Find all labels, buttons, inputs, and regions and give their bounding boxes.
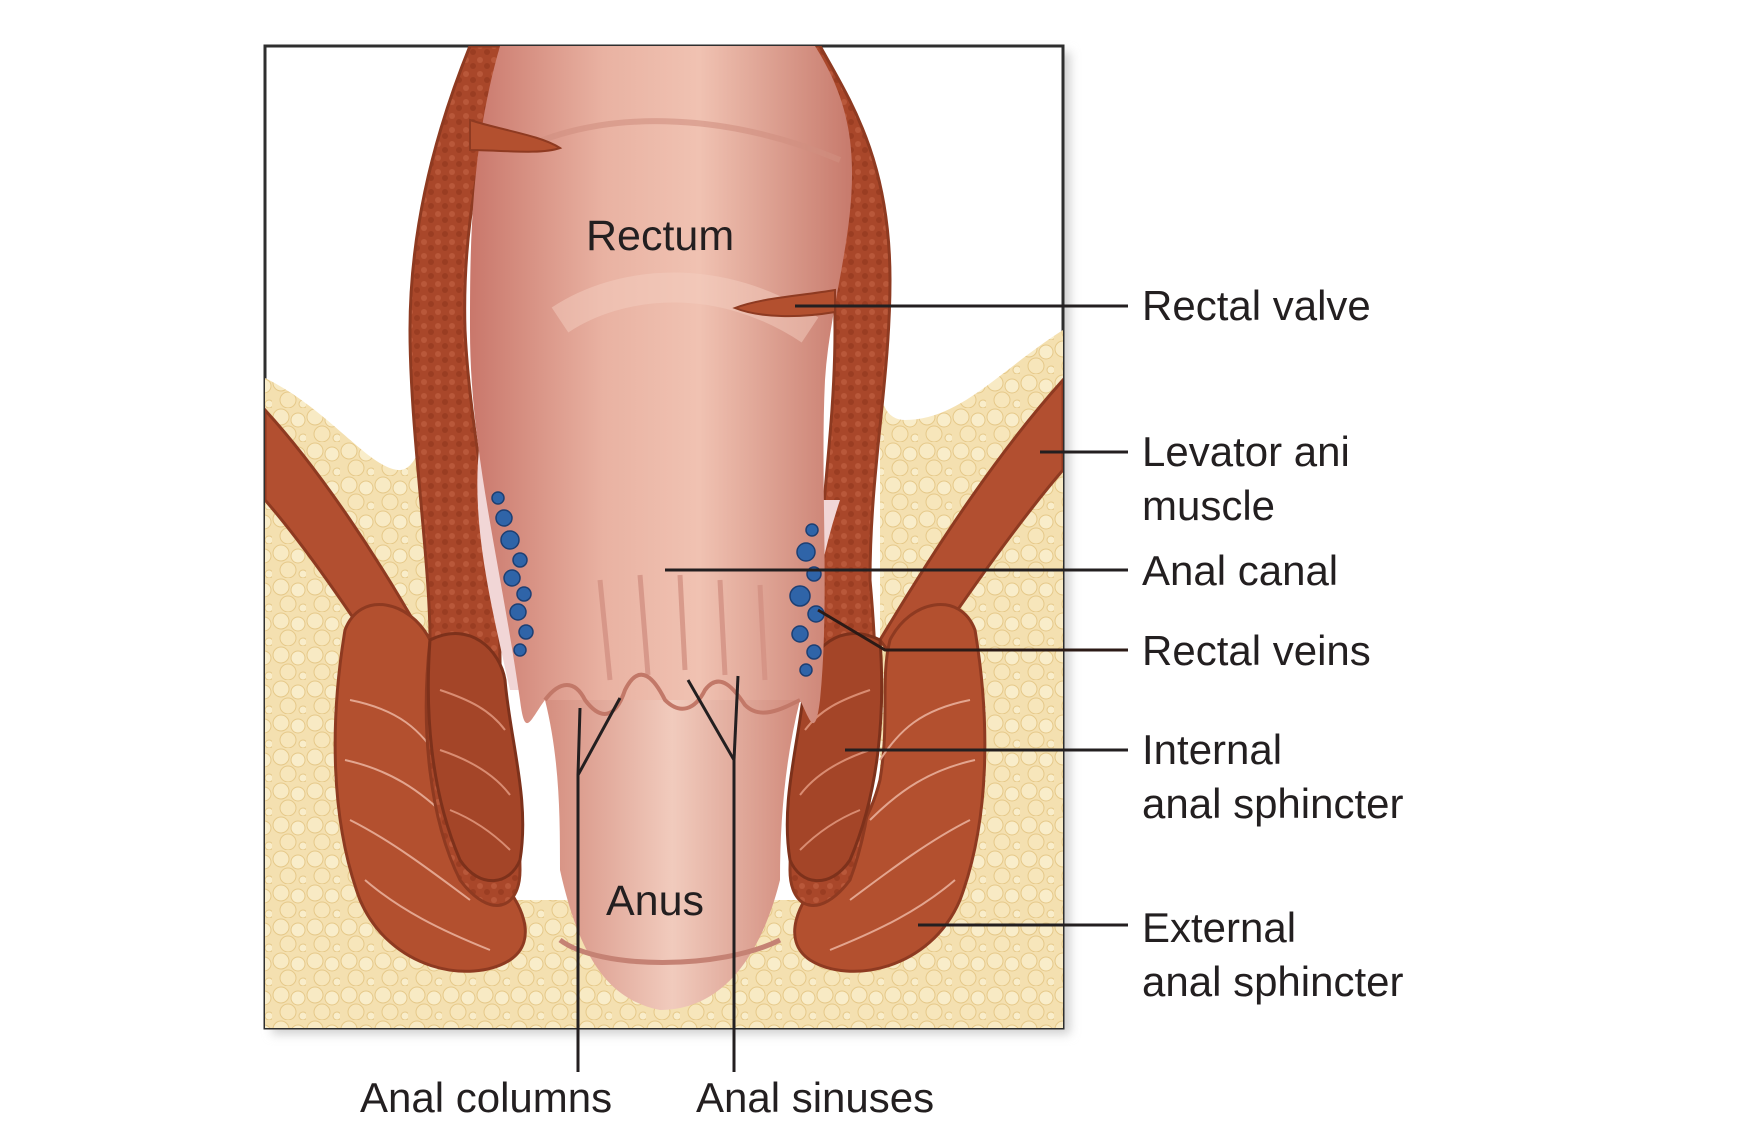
internal-sphincter-fibers bbox=[439, 689, 871, 851]
internal-sphincter-label-line2: anal sphincter bbox=[1142, 780, 1404, 827]
internal-sphincter-label-line1: Internal bbox=[1142, 726, 1282, 773]
anus-label: Anus bbox=[606, 877, 704, 925]
rectal-veins-leader bbox=[817, 608, 1128, 652]
anal-columns-leader-branch bbox=[576, 707, 582, 776]
anal-sinuses-leader-branch bbox=[732, 675, 740, 761]
illustration bbox=[265, 46, 1063, 1028]
external-sphincter-right-fibers bbox=[829, 699, 976, 951]
rectal-valve-upper bbox=[469, 118, 563, 153]
rectal-veins-right bbox=[789, 523, 825, 677]
leader-lines bbox=[576, 304, 1128, 1072]
external-sphincter-label-line2: anal sphincter bbox=[1142, 958, 1404, 1005]
external-sphincter-label-line1: External bbox=[1142, 904, 1296, 951]
levator-ani-label-line2: muscle bbox=[1142, 482, 1275, 529]
anal-canal-label: Anal canal bbox=[1142, 547, 1338, 594]
rectal-veins-label: Rectal veins bbox=[1142, 627, 1371, 674]
rectal-valve-lower bbox=[732, 288, 836, 318]
rectum-lumen bbox=[470, 46, 853, 724]
rectal-veins-left bbox=[491, 491, 534, 657]
anal-sinuses-label: Anal sinuses bbox=[696, 1074, 934, 1121]
rectal-valve-label: Rectal valve bbox=[1142, 282, 1371, 329]
levator-ani-label-line1: Levator ani bbox=[1142, 428, 1350, 475]
anal-canal-tube bbox=[545, 700, 800, 1010]
external-sphincter-left-fibers bbox=[344, 699, 491, 951]
anal-columns-label: Anal columns bbox=[360, 1074, 612, 1121]
rectum-fold bbox=[518, 118, 842, 163]
anal-sinuses-cusps bbox=[543, 672, 801, 716]
internal-sphincter-left bbox=[426, 632, 525, 883]
anal-columns-ridges bbox=[597, 574, 768, 681]
rectum-label: Rectum bbox=[586, 212, 734, 260]
